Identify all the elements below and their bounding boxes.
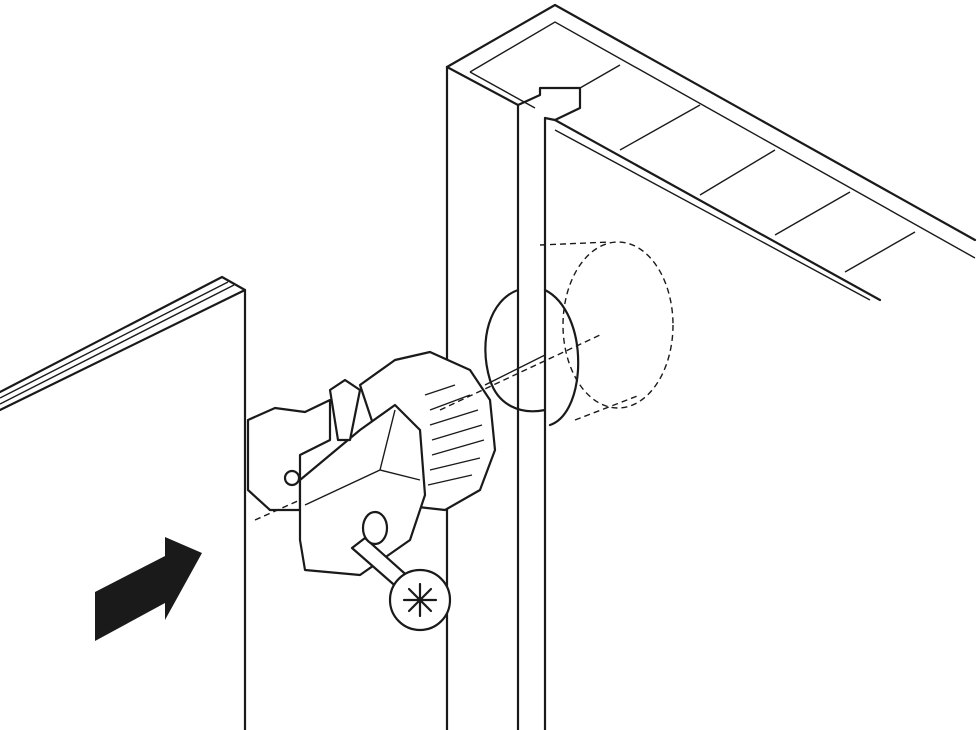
bore-hole — [484, 241, 674, 427]
direction-arrow-icon — [95, 537, 202, 641]
connector-fitting — [246, 350, 497, 577]
left-panel — [0, 275, 247, 730]
cross-head-screw — [350, 510, 452, 632]
axis-line — [254, 334, 601, 521]
cabinet-panel — [445, 3, 977, 730]
